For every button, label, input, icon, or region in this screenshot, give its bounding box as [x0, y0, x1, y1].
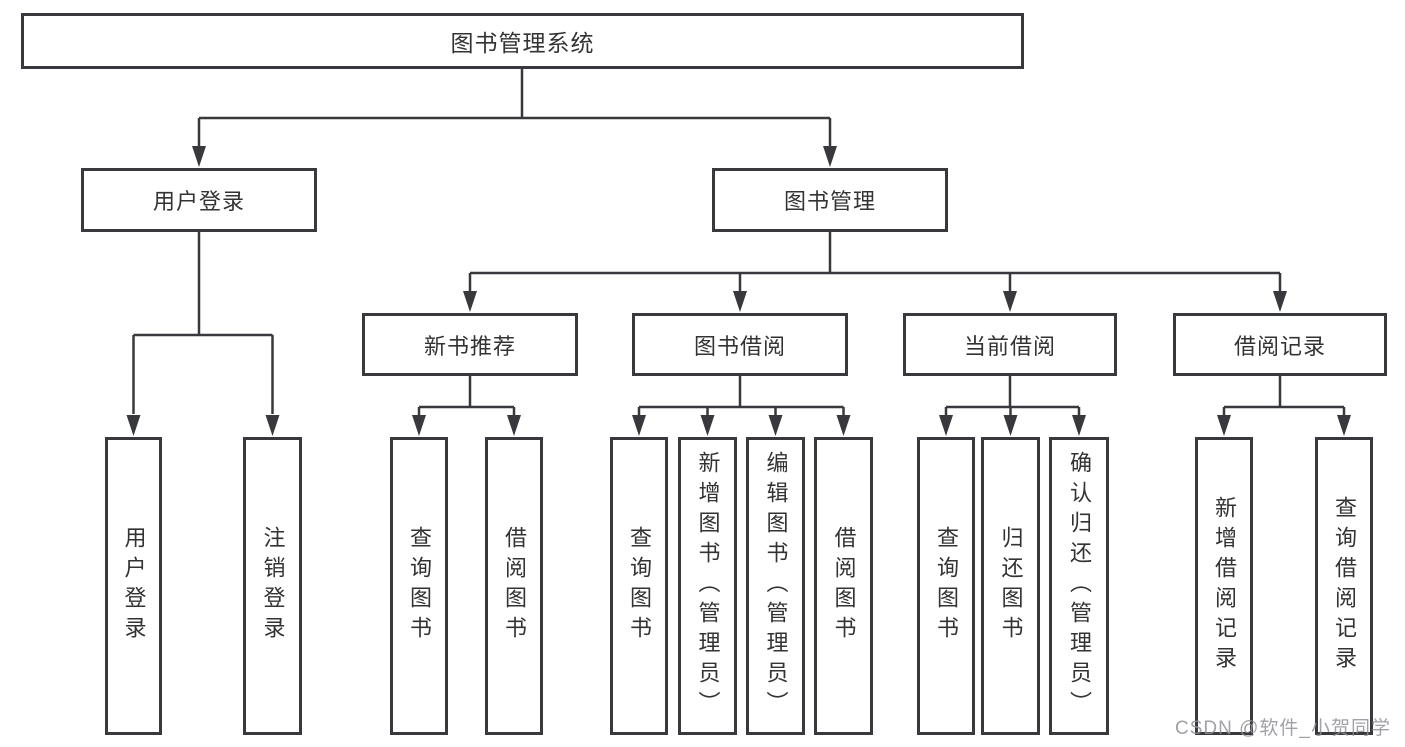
leaf-query-books-recommend: 查询图书: [390, 437, 448, 735]
connector-new-book-recommend-subtree: [412, 376, 521, 436]
node-book-borrow: 图书借阅: [632, 313, 848, 376]
arrowhead-icon: [1217, 415, 1231, 436]
leaf-return-books-label: 归还图书: [998, 526, 1024, 646]
arrowhead-icon: [463, 291, 477, 312]
leaf-query-borrow-record-label: 查询借阅记录: [1332, 496, 1357, 676]
node-book-borrow-label: 图书借阅: [693, 333, 786, 359]
leaf-query-books-current-label: 查询图书: [934, 526, 959, 646]
node-new-book-recommend-label: 新书推荐: [423, 333, 516, 359]
arrowhead-icon: [192, 146, 206, 167]
leaf-user-login-label: 用户登录: [121, 526, 147, 646]
leaf-borrow-books: 借阅图书: [814, 437, 873, 735]
leaf-return-books: 归还图书: [981, 437, 1040, 735]
node-new-book-recommend: 新书推荐: [362, 313, 578, 376]
leaf-logout: 注销登录: [243, 437, 302, 735]
arrowhead-icon: [412, 415, 426, 436]
node-book-management-label: 图书管理: [783, 189, 876, 214]
arrowhead-icon: [733, 291, 747, 312]
node-user-login: 用户登录: [81, 168, 317, 232]
leaf-add-borrow-record: 新增借阅记录: [1195, 437, 1253, 735]
leaf-borrow-books-label: 借阅图书: [831, 526, 857, 646]
arrowhead-icon: [507, 415, 521, 436]
connector-borrow-records-subtree: [1217, 376, 1351, 436]
arrowhead-icon: [1072, 415, 1086, 436]
node-user-login-label: 用户登录: [152, 189, 245, 214]
node-current-borrow-label: 当前借阅: [963, 333, 1056, 359]
arrowhead-icon: [823, 146, 837, 167]
arrowhead-icon: [632, 415, 646, 436]
node-borrow-records: 借阅记录: [1173, 313, 1387, 376]
leaf-query-borrow-record: 查询借阅记录: [1315, 437, 1373, 735]
leaf-logout-label: 注销登录: [260, 526, 286, 646]
leaf-add-books-admin: 新增图书（管理员）: [678, 437, 737, 735]
leaf-borrow-books-recommend-label: 借阅图书: [502, 526, 527, 646]
node-current-borrow: 当前借阅: [903, 313, 1117, 376]
leaf-query-books-current: 查询图书: [917, 437, 975, 735]
arrowhead-icon: [768, 415, 783, 436]
leaf-confirm-return-admin: 确认归还（管理员）: [1049, 437, 1109, 735]
connector-book-management-to-level3: [463, 232, 1287, 312]
leaf-query-books-borrow-label: 查询图书: [627, 526, 652, 646]
leaf-add-borrow-record-label: 新增借阅记录: [1212, 496, 1237, 676]
node-book-management: 图书管理: [712, 168, 948, 232]
watermark: CSDN @软件_小贺同学: [1175, 718, 1391, 739]
connector-book-borrow-subtree: [632, 376, 851, 436]
leaf-edit-books-admin: 编辑图书（管理员）: [746, 437, 805, 735]
arrowhead-icon: [1003, 415, 1018, 436]
node-borrow-records-label: 借阅记录: [1233, 333, 1326, 359]
arrowhead-icon: [1337, 415, 1351, 436]
arrowhead-icon: [1273, 291, 1287, 312]
node-root-system-label: 图书管理系统: [450, 30, 595, 56]
leaf-query-books-recommend-label: 查询图书: [407, 526, 432, 646]
arrowhead-icon: [836, 415, 851, 436]
arrowhead-icon: [939, 415, 953, 436]
leaf-confirm-return-admin-label: 确认归还（管理员）: [1067, 451, 1092, 721]
connector-user-login-subtree: [126, 232, 280, 436]
leaf-edit-books-admin-label: 编辑图书（管理员）: [763, 451, 789, 721]
leaf-borrow-books-recommend: 借阅图书: [485, 437, 543, 735]
arrowhead-icon: [1003, 291, 1017, 312]
leaf-query-books-borrow: 查询图书: [610, 437, 668, 735]
connector-root-to-level2: [192, 69, 837, 167]
leaf-user-login: 用户登录: [105, 437, 162, 735]
arrowhead-icon: [700, 415, 715, 436]
node-root-system: 图书管理系统: [21, 13, 1024, 69]
connector-current-borrow-subtree: [939, 376, 1086, 436]
arrowhead-icon: [265, 415, 280, 436]
arrowhead-icon: [126, 415, 141, 436]
leaf-add-books-admin-label: 新增图书（管理员）: [695, 451, 721, 721]
